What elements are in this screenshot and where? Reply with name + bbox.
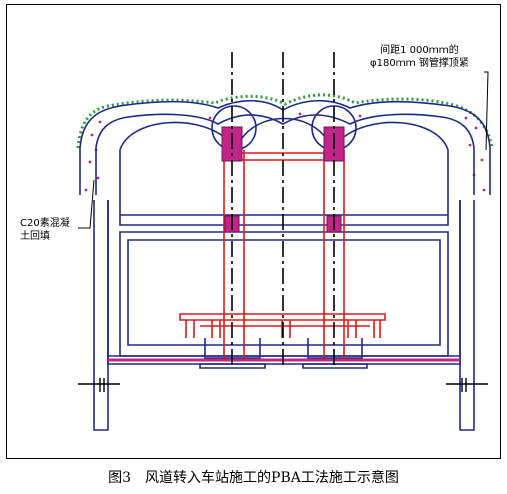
backfill-annotation-line1: C20素混凝 xyxy=(20,218,70,229)
backfill-soil xyxy=(76,93,494,149)
vault-left xyxy=(119,121,231,215)
backfill-dots xyxy=(84,112,486,192)
footing-right xyxy=(302,338,368,369)
column-left xyxy=(223,150,245,360)
break-marks xyxy=(78,378,488,392)
leader-backfill xyxy=(78,179,95,229)
platform-legs xyxy=(185,320,381,338)
pipe-annotation-line2: φ180ｍｍ 钢管撑顶紧 xyxy=(370,58,469,69)
pipe-annotation-line1: 间距1 000ｍｍ的 xyxy=(380,45,459,56)
station-structure xyxy=(79,99,491,431)
pipe-support-annotation: 间距1 000ｍｍ的 φ180ｍｍ 钢管撑顶紧 xyxy=(370,44,469,70)
figure-frame xyxy=(6,4,501,459)
leader-pipe xyxy=(484,71,489,151)
middle-slab xyxy=(119,214,449,226)
pile-right-outer xyxy=(459,200,475,431)
inner-arch xyxy=(95,113,475,195)
platform xyxy=(179,313,386,321)
lower-box-inner xyxy=(127,239,441,346)
top-beam xyxy=(239,152,331,161)
figure-caption: 图3 风道转入车站施工的PBA工法施工示意图 xyxy=(108,470,399,486)
column-right xyxy=(323,150,345,360)
backfill-annotation: C20素混凝 土回填 xyxy=(20,217,70,243)
axis-lines xyxy=(231,52,335,368)
lower-box xyxy=(119,231,449,357)
pile-left-outer xyxy=(93,200,109,431)
vault-right xyxy=(337,121,449,215)
backfill-annotation-line2: 土回填 xyxy=(20,231,50,242)
steel-frames xyxy=(179,150,386,360)
leader-lines xyxy=(78,71,489,229)
